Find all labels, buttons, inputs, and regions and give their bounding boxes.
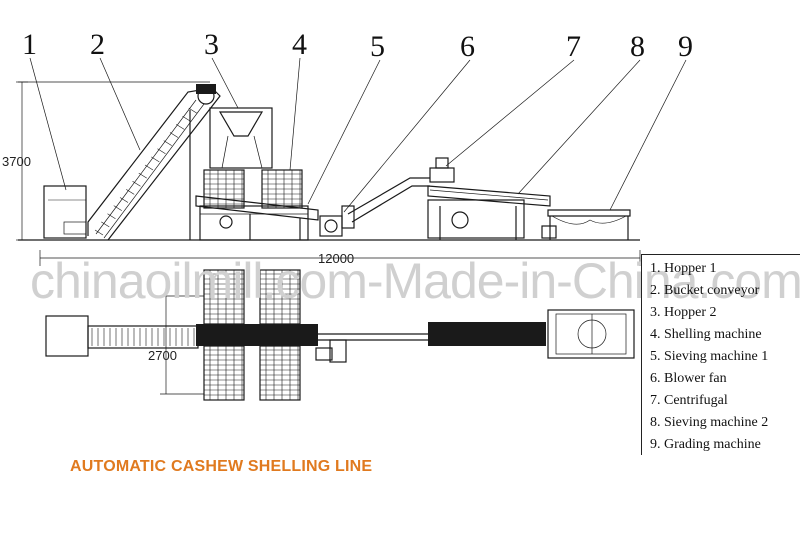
watermark: chinaoilmill.com-Made-in-China.com — [30, 253, 800, 309]
air-duct — [347, 177, 430, 215]
plan-view — [45, 269, 635, 401]
grading-machine-side — [541, 209, 631, 240]
callout-7: 7 — [566, 30, 581, 63]
shelling-machine-side — [199, 169, 309, 241]
legend-item-2: 2. Bucket conveyor — [650, 283, 760, 298]
callout-3: 3 — [204, 28, 219, 61]
legend-item-7: 7. Centrifugal — [650, 393, 728, 408]
callout-8: 8 — [630, 30, 645, 63]
sieving-machine-2-side — [427, 157, 551, 240]
callout-6: 6 — [460, 30, 475, 63]
bucket-conveyor-side — [87, 84, 221, 241]
legend-item-9: 9. Grading machine — [650, 437, 761, 452]
hopper-1-side — [43, 185, 87, 239]
legend-item-8: 8. Sieving machine 2 — [650, 415, 769, 430]
callout-9: 9 — [678, 30, 693, 63]
legend-item-4: 4. Shelling machine — [650, 327, 762, 342]
legend-item-5: 5. Sieving machine 1 — [650, 349, 769, 364]
legend: 1. Hopper 1 2. Bucket conveyor 3. Hopper… — [641, 254, 800, 455]
sieving-machine-1-side — [195, 195, 319, 240]
hopper-2-side — [209, 107, 273, 169]
length-dimension — [39, 250, 641, 266]
callout-4: 4 — [292, 28, 307, 61]
legend-item-1: 1. Hopper 1 — [650, 261, 717, 276]
legend-item-6: 6. Blower fan — [650, 371, 727, 386]
width-dimension-label: 2700 — [148, 348, 177, 363]
height-dimension-label: 3700 — [2, 154, 31, 169]
diagram-title: AUTOMATIC CASHEW SHELLING LINE — [70, 458, 373, 475]
height-dimension — [16, 81, 28, 241]
legend-item-3: 3. Hopper 2 — [650, 305, 717, 320]
callout-leaders — [29, 57, 687, 213]
callout-5: 5 — [370, 30, 385, 63]
callout-1: 1 — [22, 28, 37, 61]
blower-fan-side — [319, 205, 355, 237]
width-dimension — [160, 295, 204, 395]
callout-2: 2 — [90, 28, 105, 61]
length-dimension-label: 12000 — [318, 251, 354, 266]
